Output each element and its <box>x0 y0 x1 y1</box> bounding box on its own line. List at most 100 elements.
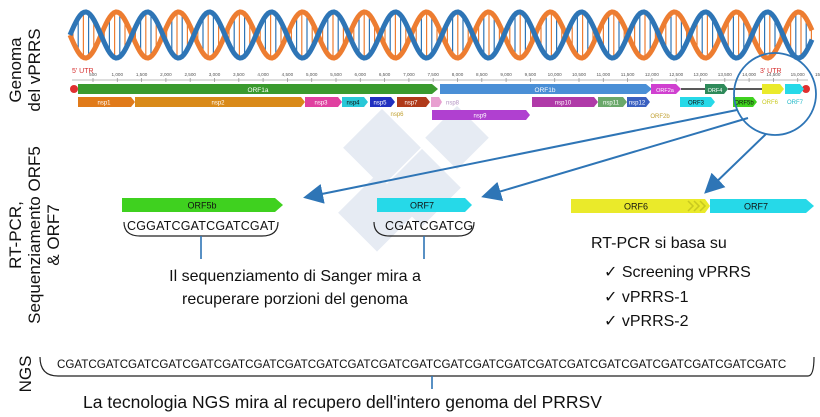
sanger-caption-line2: recuperare porzioni del genoma <box>182 291 408 308</box>
nsp5-bar <box>370 97 395 107</box>
orf1a-label: ORF1a <box>248 87 269 94</box>
ruler-tick-label: 8,000 <box>452 72 464 77</box>
utr3-label: 3' UTR <box>760 68 782 75</box>
ruler-tick-label: 7,000 <box>403 72 415 77</box>
nsp11-bar <box>598 97 627 107</box>
genome-map: 500 1,000 1,500 2,000 2,500 3,000 3,500 4,000 4,… <box>70 68 820 120</box>
orf2a-label: ORF2a <box>656 88 675 94</box>
nsp5-label: nsp5 <box>373 101 387 107</box>
arrow-to-orf5b <box>303 109 738 204</box>
ruler-tick-label: 11,500 <box>621 72 635 77</box>
ruler-tick-label: 12,000 <box>645 72 659 77</box>
orf2b-label: ORF2b <box>650 114 670 120</box>
sanger-caption: Il sequenziamento di Sanger mira a recup… <box>130 265 460 311</box>
orf2a-bar <box>651 84 681 94</box>
ruler-tick-label: 500 <box>89 72 97 77</box>
rtpcr-title: RT-PCR si basa su <box>591 235 727 252</box>
orf5b-small-label: ORF5b <box>734 101 754 107</box>
rtpcr-orf6-chevrons <box>687 200 707 212</box>
nsp10-label: nsp10 <box>555 101 572 107</box>
orf4-label: ORF4 <box>708 88 723 94</box>
orf7-gene-label: ORF7 <box>410 201 434 211</box>
ruler-tick-label: 11,000 <box>596 72 610 77</box>
orf7-sequence: CGATCGATCG <box>385 219 474 233</box>
orf7-small-bar <box>785 84 804 94</box>
nsp10-bar <box>532 97 598 107</box>
nsp11-label: nsp11 <box>603 101 620 107</box>
nsp12-label: nsp12 <box>629 101 646 107</box>
arrow-to-orf7 <box>481 117 749 202</box>
nsp4-bar <box>342 97 368 107</box>
rtpcr-item-screening: ✓ Screening vPRRS <box>604 264 751 281</box>
rtpcr-list: ✓ Screening vPRRS ✓ vPRRS-1 ✓ vPRRS-2 <box>604 261 751 335</box>
dna-helix <box>67 9 815 61</box>
rtpcr-orf7-label: ORF7 <box>744 202 768 212</box>
genome-ruler: 500 1,000 1,500 2,000 2,500 3,000 3,500 4,000 4,… <box>89 72 820 82</box>
ruler-tick-label: 3,000 <box>209 72 221 77</box>
nsp9-label: nsp9 <box>473 114 487 120</box>
ruler-tick-label: 1,000 <box>112 72 124 77</box>
rtpcr-item-vprrs1: ✓ vPRRS-1 <box>604 288 689 306</box>
ruler-tick-label: 5,500 <box>330 72 342 77</box>
orf6-small-label: ORF6 <box>762 100 779 106</box>
nsp1-label: nsp1 <box>97 101 111 107</box>
ruler-tick-label: 10,000 <box>548 72 562 77</box>
nsp7-label: nsp7 <box>404 101 418 107</box>
ruler-tick-label: 4,500 <box>282 72 294 77</box>
orf5b-sequence: CGGATCGATCGATCGAT <box>127 219 276 233</box>
orf5b-gene-bar <box>122 198 283 212</box>
orf1b-label: ORF1b <box>535 87 556 94</box>
orf1b-bar <box>440 84 652 94</box>
ruler-tick-label: 2,000 <box>160 72 172 77</box>
nsp2-bar <box>135 97 305 107</box>
rtpcr-item-vprrs2: ✓ vPRRS-2 <box>604 313 689 330</box>
helix-strand-blue <box>67 9 815 61</box>
nsp3-bar <box>305 97 342 107</box>
ruler-tick-label: 5,000 <box>306 72 318 77</box>
zoom-circle <box>733 52 817 136</box>
ruler-tick-label: 3,500 <box>233 72 245 77</box>
nsp7-bar <box>397 97 430 107</box>
orf5b-gene-label: ORF5b <box>187 201 216 211</box>
ruler-tick-label: 15,000 <box>791 72 805 77</box>
ruler-tick-label: 14,000 <box>742 72 756 77</box>
ruler-tick-label: 15,500 <box>815 72 820 77</box>
ruler-tick-label: 14,500 <box>766 72 780 77</box>
ruler-tick-label: 10,500 <box>572 72 586 77</box>
ruler-tick-label: 9,500 <box>525 72 537 77</box>
orf4-bar <box>705 84 728 94</box>
orf1a-bar <box>78 84 438 94</box>
ngs-bracket <box>39 356 815 377</box>
orf3-bar <box>680 97 715 107</box>
nsp3-label: nsp3 <box>314 101 328 107</box>
ruler-tick-label: 2,500 <box>184 72 196 77</box>
ngs-sequence: CGATCGATCGATCGATCGATCGATCGATCGATCGATCGAT… <box>57 358 787 371</box>
rtpcr-orf6-bar <box>571 199 710 213</box>
ruler-tick-label: 9,000 <box>500 72 512 77</box>
ngs-caption: La tecnologia NGS mira al recupero dell'… <box>83 392 602 412</box>
utr5-label: 5' UTR <box>72 68 94 75</box>
nsp1-bar <box>78 97 135 107</box>
ruler-tick-label: 8,500 <box>476 72 488 77</box>
ruler-tick-label: 1,500 <box>136 72 148 77</box>
nsp8-label: nsp8 <box>446 101 460 107</box>
arrow-to-orf6-orf7 <box>704 133 767 194</box>
sanger-caption-line1: Il sequenziamento di Sanger mira a <box>169 268 421 285</box>
orf7-small-label: ORF7 <box>787 100 804 106</box>
rtpcr-orf6-label: ORF6 <box>624 202 648 212</box>
orf7-gene-bar <box>377 198 472 212</box>
orf5b-small-bar <box>733 97 757 107</box>
ruler-tick-label: 7,500 <box>427 72 439 77</box>
nsp2-label: nsp2 <box>211 101 225 107</box>
nsp6-label: nsp6 <box>390 112 404 118</box>
nsp12-bar <box>627 97 650 107</box>
ruler-tick-label: 12,500 <box>669 72 683 77</box>
rtpcr-orf7-bar <box>710 199 814 213</box>
ruler-tick-label: 6,500 <box>379 72 391 77</box>
ruler-tick-label: 13,500 <box>718 72 732 77</box>
orf3-label: ORF3 <box>688 101 705 107</box>
nsp9-bar <box>432 110 530 120</box>
ruler-tick-label: 4,000 <box>257 72 269 77</box>
ruler-tick-label: 13,000 <box>693 72 707 77</box>
